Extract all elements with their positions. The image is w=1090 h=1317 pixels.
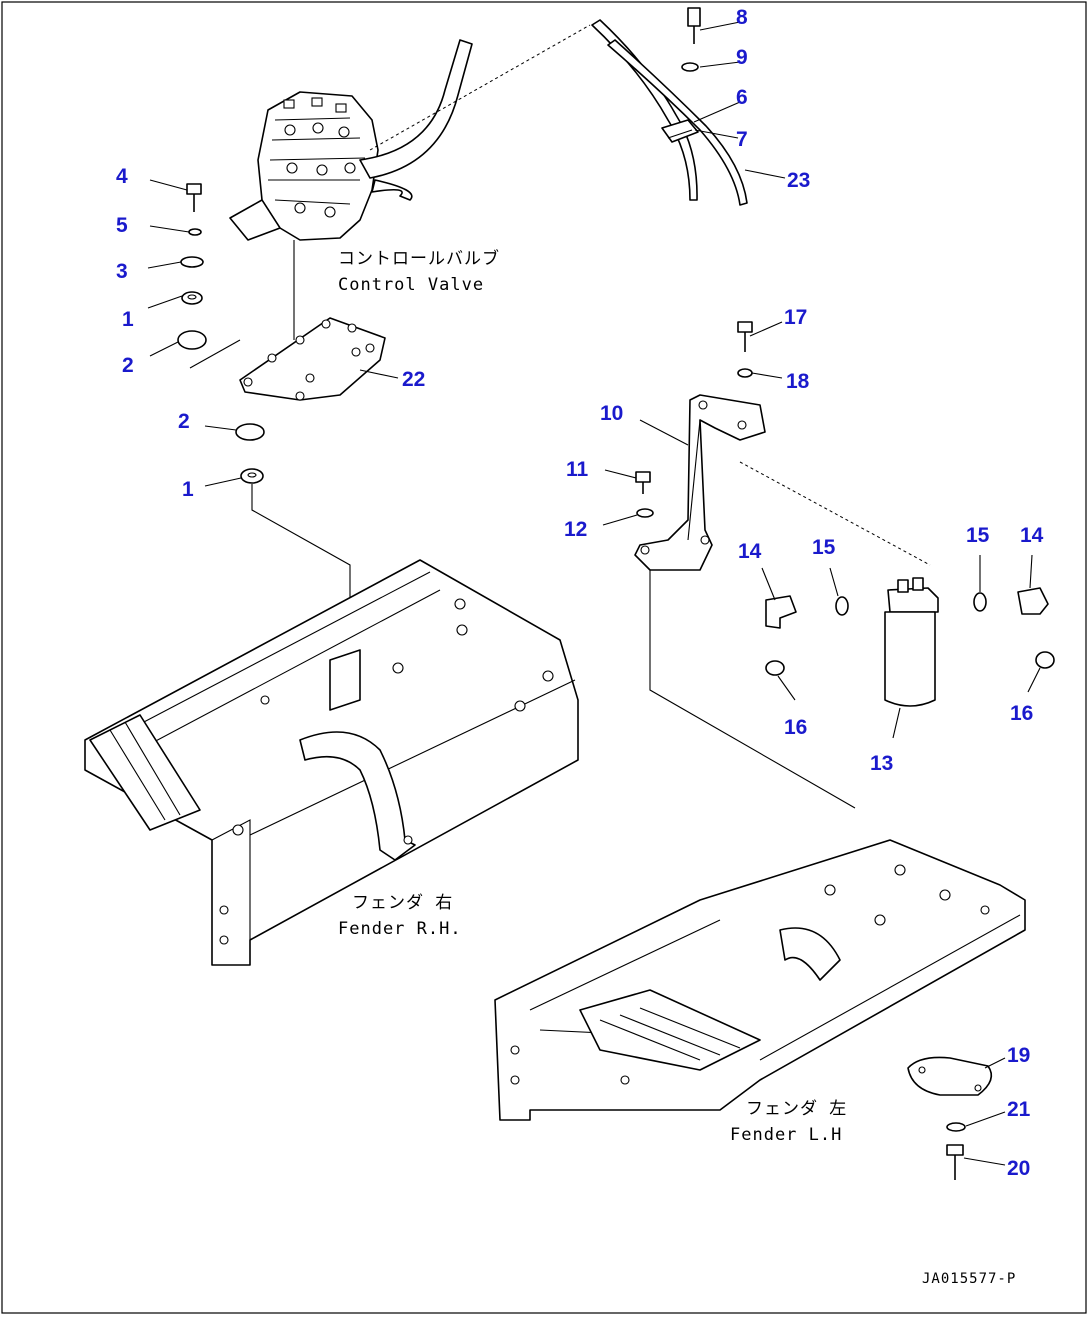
- fender-lh-label-jp: フェンダ 左: [746, 1099, 847, 1119]
- callout-15-left: 15: [812, 536, 836, 559]
- filter-assembly: [765, 577, 1055, 707]
- callout-21: 21: [1007, 1098, 1031, 1121]
- callout-7: 7: [736, 128, 748, 151]
- callout-1-lower: 1: [182, 478, 194, 501]
- fender-rh: [84, 559, 579, 966]
- callout-6: 6: [736, 86, 748, 109]
- control-valve: [229, 24, 591, 241]
- callout-3: 3: [116, 260, 128, 283]
- callout-20: 20: [1007, 1157, 1030, 1180]
- fender-rh-label-jp: フェンダ 右: [352, 893, 453, 913]
- callout-8: 8: [736, 6, 748, 29]
- control-valve-label-jp: コントロールバルブ: [338, 248, 500, 269]
- callout-14-right: 14: [1020, 524, 1044, 547]
- leader-lines: [147, 21, 1041, 1166]
- callout-10: 10: [600, 402, 623, 425]
- callout-2-lower: 2: [178, 410, 190, 433]
- fender-lh-label-en: Fender L.H: [730, 1125, 842, 1145]
- callout-15-right: 15: [966, 524, 990, 547]
- callout-11: 11: [566, 458, 589, 481]
- callout-17: 17: [784, 306, 807, 329]
- callout-13: 13: [870, 752, 893, 775]
- callout-12: 12: [564, 518, 587, 541]
- callout-18: 18: [786, 370, 810, 393]
- callout-1-upper: 1: [122, 308, 134, 331]
- callout-14-left: 14: [738, 540, 762, 563]
- callout-16-right: 16: [1010, 702, 1033, 725]
- callout-4: 4: [116, 165, 128, 188]
- callout-9: 9: [736, 46, 748, 69]
- callout-labels: 8 9 6 7 23 4 5 3 1 2 22 2 1 17 18 10 11 …: [116, 6, 1044, 1180]
- callout-16-left: 16: [784, 716, 807, 739]
- callout-23: 23: [787, 169, 810, 192]
- fender-lh: [494, 839, 1026, 1121]
- valve-fasteners: [177, 183, 207, 350]
- valve-bracket: [189, 240, 386, 401]
- cover-plate: [907, 1056, 993, 1180]
- callout-5: 5: [116, 214, 128, 237]
- fender-rh-label-en: Fender R.H.: [338, 919, 462, 939]
- callout-22: 22: [402, 368, 425, 391]
- drawing-number: JA015577-P: [922, 1271, 1016, 1287]
- component-labels: コントロールバルブ Control Valve フェンダ 右 Fender R.…: [338, 248, 1016, 1287]
- callout-19: 19: [1007, 1044, 1030, 1067]
- control-valve-label-en: Control Valve: [338, 275, 484, 295]
- filter-bracket: [634, 321, 931, 809]
- callout-2-upper: 2: [122, 354, 134, 377]
- hose-clamp-assembly: [591, 7, 748, 206]
